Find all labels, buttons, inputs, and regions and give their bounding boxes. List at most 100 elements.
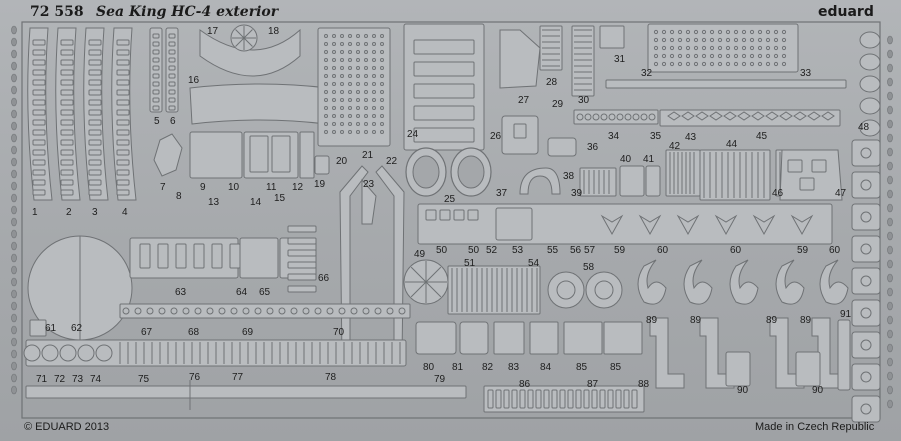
strut-22 [375,165,405,361]
part-number: 74 [90,374,102,385]
dot [380,42,384,46]
dot [584,113,592,121]
rivet [779,111,793,121]
tab-hole [887,357,893,367]
origin-text: Made in Czech Republic [755,421,875,433]
rivet [860,371,872,383]
slot [157,243,169,269]
rivet [168,105,176,111]
ring-33 [859,31,881,49]
dot [348,66,352,70]
strip-rivet [60,179,74,186]
dot [669,29,675,35]
dot [380,66,384,70]
strip-rivet [116,149,130,156]
dot [372,50,376,54]
strip-rivet [32,149,46,156]
rivet [152,81,160,87]
part-number: 76 [189,372,201,383]
rivet [695,111,709,121]
strip-rivet [116,139,130,146]
dot [709,37,715,43]
dot [324,90,328,94]
dot [685,45,691,51]
tab-hole [11,277,17,287]
dot [781,53,787,59]
rivet [860,243,872,255]
part-91 [837,319,851,391]
dot [677,45,683,51]
tab [811,159,827,173]
bracket-46 [779,149,843,201]
dot [380,50,384,54]
dot [356,42,360,46]
dot [380,90,384,94]
tab [503,389,510,409]
part-number: 49 [414,249,426,260]
dot [324,42,328,46]
clip-59 [714,214,738,236]
dot [717,37,723,43]
tab-hole [11,301,17,311]
tab [607,389,614,409]
dot [348,106,352,110]
part-80 [415,321,457,355]
strip-rivet [60,49,74,56]
rivet [751,111,765,121]
ring-58b-inner [594,280,614,300]
tab-hole [887,105,893,115]
dot [576,113,584,121]
part-number: 44 [726,139,738,150]
dot [781,29,787,35]
part-85 [603,321,643,355]
dot [356,98,360,102]
dot [757,45,763,51]
dot [733,45,739,51]
dot [380,130,384,134]
strip-rivet [60,69,74,76]
dot [340,42,344,46]
dot [356,130,360,134]
tab-66 [287,261,317,269]
dot [324,74,328,78]
part-number: 77 [232,372,244,383]
dot [741,37,747,43]
dot [194,307,202,315]
tab-hole [887,245,893,255]
dot [290,307,298,315]
dot [741,29,747,35]
dot [324,66,328,70]
part-number: 66 [318,273,330,284]
rivet [152,97,160,103]
dot [372,122,376,126]
part-number: 50 [468,245,480,256]
dot [661,61,667,67]
part-number: 73 [72,374,84,385]
tab-hole [11,133,17,143]
dot [757,37,763,43]
dot [380,58,384,62]
part-number: 82 [482,362,494,373]
strip-rivet [60,99,74,106]
strip-rivet [60,129,74,136]
dot [348,34,352,38]
strip-rivet [88,189,102,196]
tab [439,209,451,221]
dot [749,29,755,35]
strip-rivet [88,129,102,136]
part-number: 52 [486,245,498,256]
tab-hole [887,273,893,283]
ring-71-74 [95,344,113,362]
dot [324,114,328,118]
dot [741,53,747,59]
tab-hole [11,313,17,323]
part-number: 53 [512,245,524,256]
sprue [425,266,442,283]
dot [182,307,190,315]
dot [230,307,238,315]
strip-rivet [116,59,130,66]
part-number: 51 [464,258,476,269]
dot [372,42,376,46]
strip-32 [605,79,847,89]
